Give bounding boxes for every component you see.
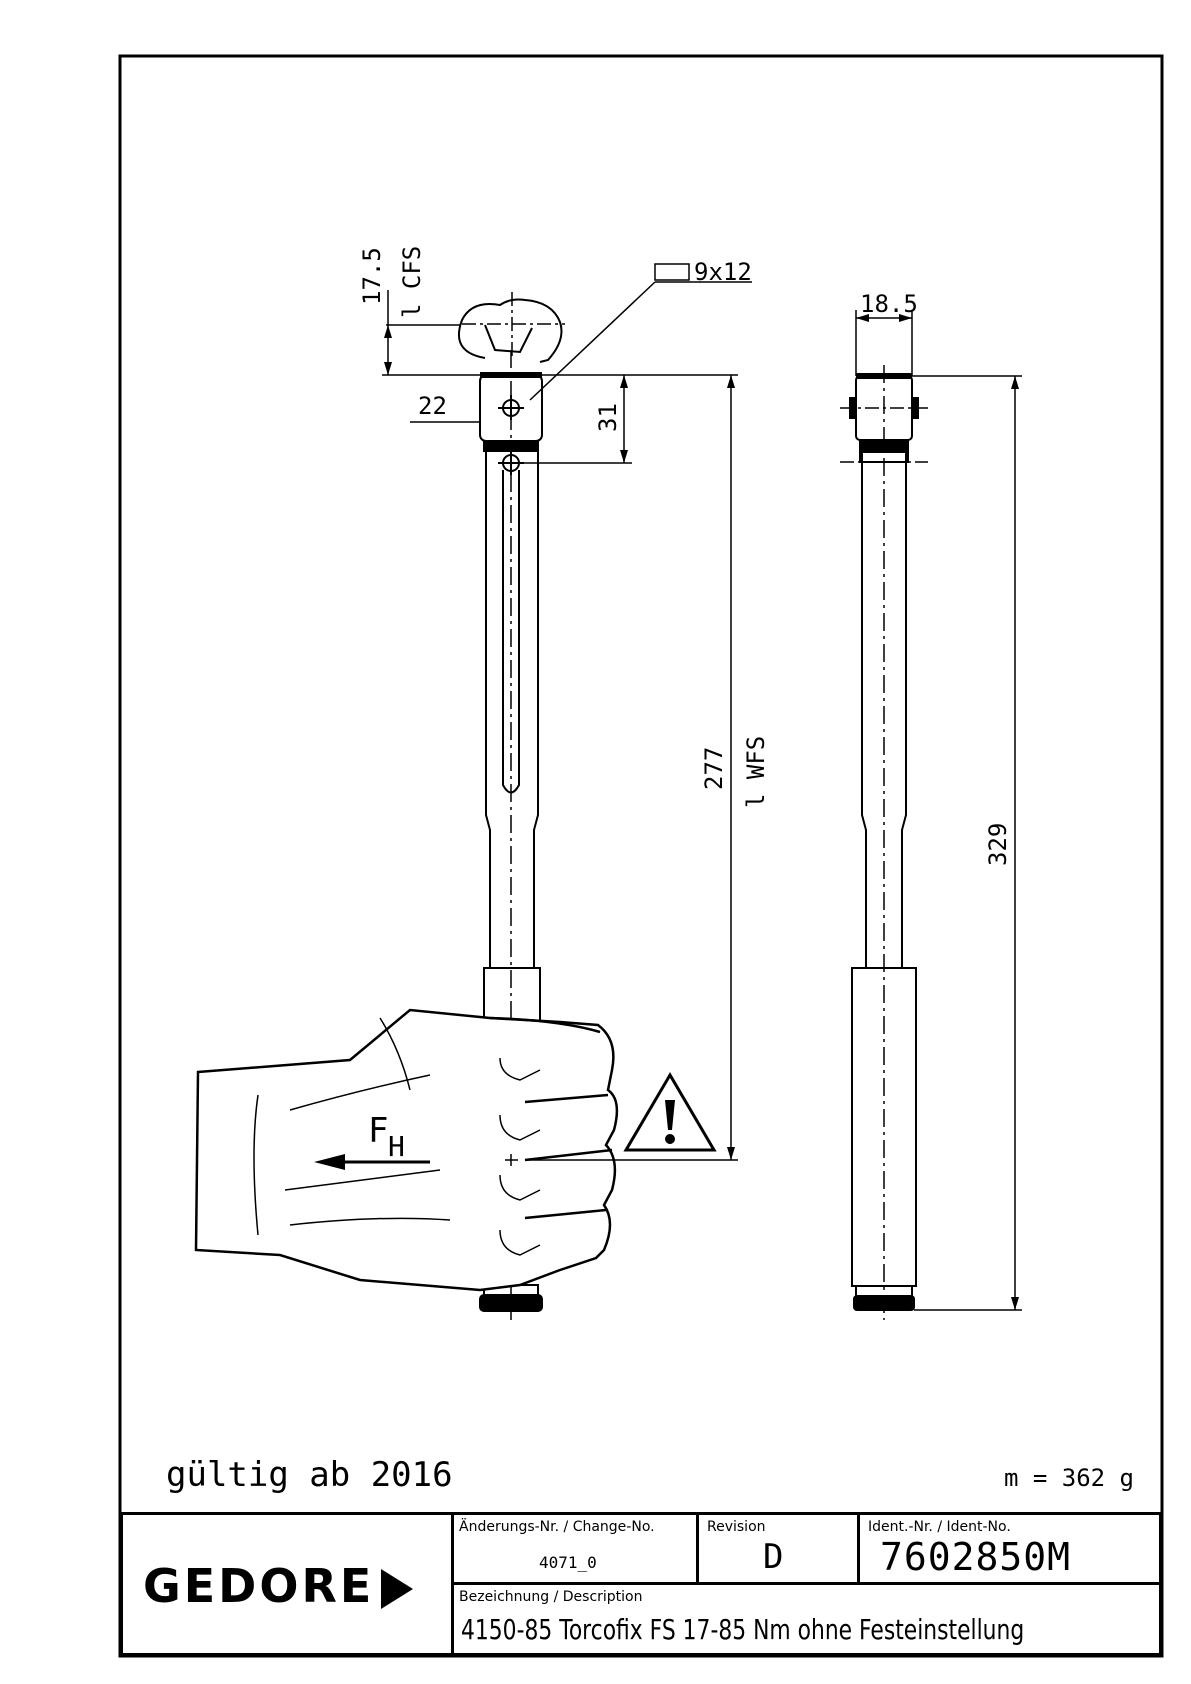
- dim-pivot-distance: 31: [594, 403, 622, 432]
- dim-side-width: 18.5: [860, 290, 918, 318]
- jaw-inner: [484, 324, 533, 354]
- drawing-frame: [118, 54, 1164, 1658]
- wrench-shaft: [483, 451, 541, 1040]
- brand-cell: GEDORE: [120, 1512, 454, 1656]
- dim-square-drive: 9x12: [694, 258, 752, 286]
- validity-note: gültig ab 2016: [166, 1455, 453, 1495]
- ident-cell: Ident.-Nr. / Ident-No. 7602850M: [857, 1512, 1162, 1585]
- front-dimensions: [382, 263, 752, 1161]
- description-value: 4150-85 Torcofix FS 17-85 Nm ohne Festei…: [461, 1613, 1025, 1646]
- dim-jaw-depth: 17.5: [358, 247, 386, 305]
- brand-logo: GEDORE: [143, 1559, 375, 1613]
- side-dimensions: [855, 310, 1022, 1311]
- description-cell: Bezeichnung / Description 4150-85 Torcof…: [451, 1582, 1162, 1656]
- side-view: [840, 365, 928, 1320]
- end-knob: [479, 1294, 543, 1312]
- mass-note: m = 362 g: [1004, 1464, 1134, 1492]
- change-label: Änderungs-Nr. / Change-No.: [459, 1519, 655, 1535]
- force-label: F: [368, 1111, 388, 1151]
- dim-effective-length: 277: [700, 747, 728, 790]
- warning-triangle-icon: [623, 1072, 717, 1152]
- front-dimension-labels: 17.5 l CFS 9x12 22 31 277 l WFS: [358, 246, 770, 808]
- dim-total-length: 329: [984, 823, 1012, 866]
- revision-label: Revision: [707, 1519, 766, 1535]
- description-label: Bezeichnung / Description: [459, 1589, 643, 1605]
- brand-chevron-icon: [381, 1569, 413, 1609]
- dim-l-wfs: l WFS: [742, 736, 770, 808]
- dim-head-width: 22: [418, 392, 447, 420]
- title-block: GEDORE Änderungs-Nr. / Change-No. 4071_0…: [120, 1512, 1162, 1656]
- revision-value: D: [763, 1537, 784, 1577]
- hand-illustration: [194, 1008, 619, 1292]
- ident-value: 7602850M: [880, 1535, 1072, 1579]
- force-subscript: H: [388, 1130, 405, 1163]
- ident-label: Ident.-Nr. / Ident-No.: [868, 1519, 1011, 1535]
- force-arrow: F H: [314, 1111, 518, 1170]
- open-jaw-outline: [457, 298, 563, 363]
- dim-l-cfs: l CFS: [398, 246, 426, 318]
- change-cell: Änderungs-Nr. / Change-No. 4071_0: [451, 1512, 699, 1585]
- change-value: 4071_0: [539, 1553, 597, 1572]
- revision-cell: Revision D: [696, 1512, 860, 1585]
